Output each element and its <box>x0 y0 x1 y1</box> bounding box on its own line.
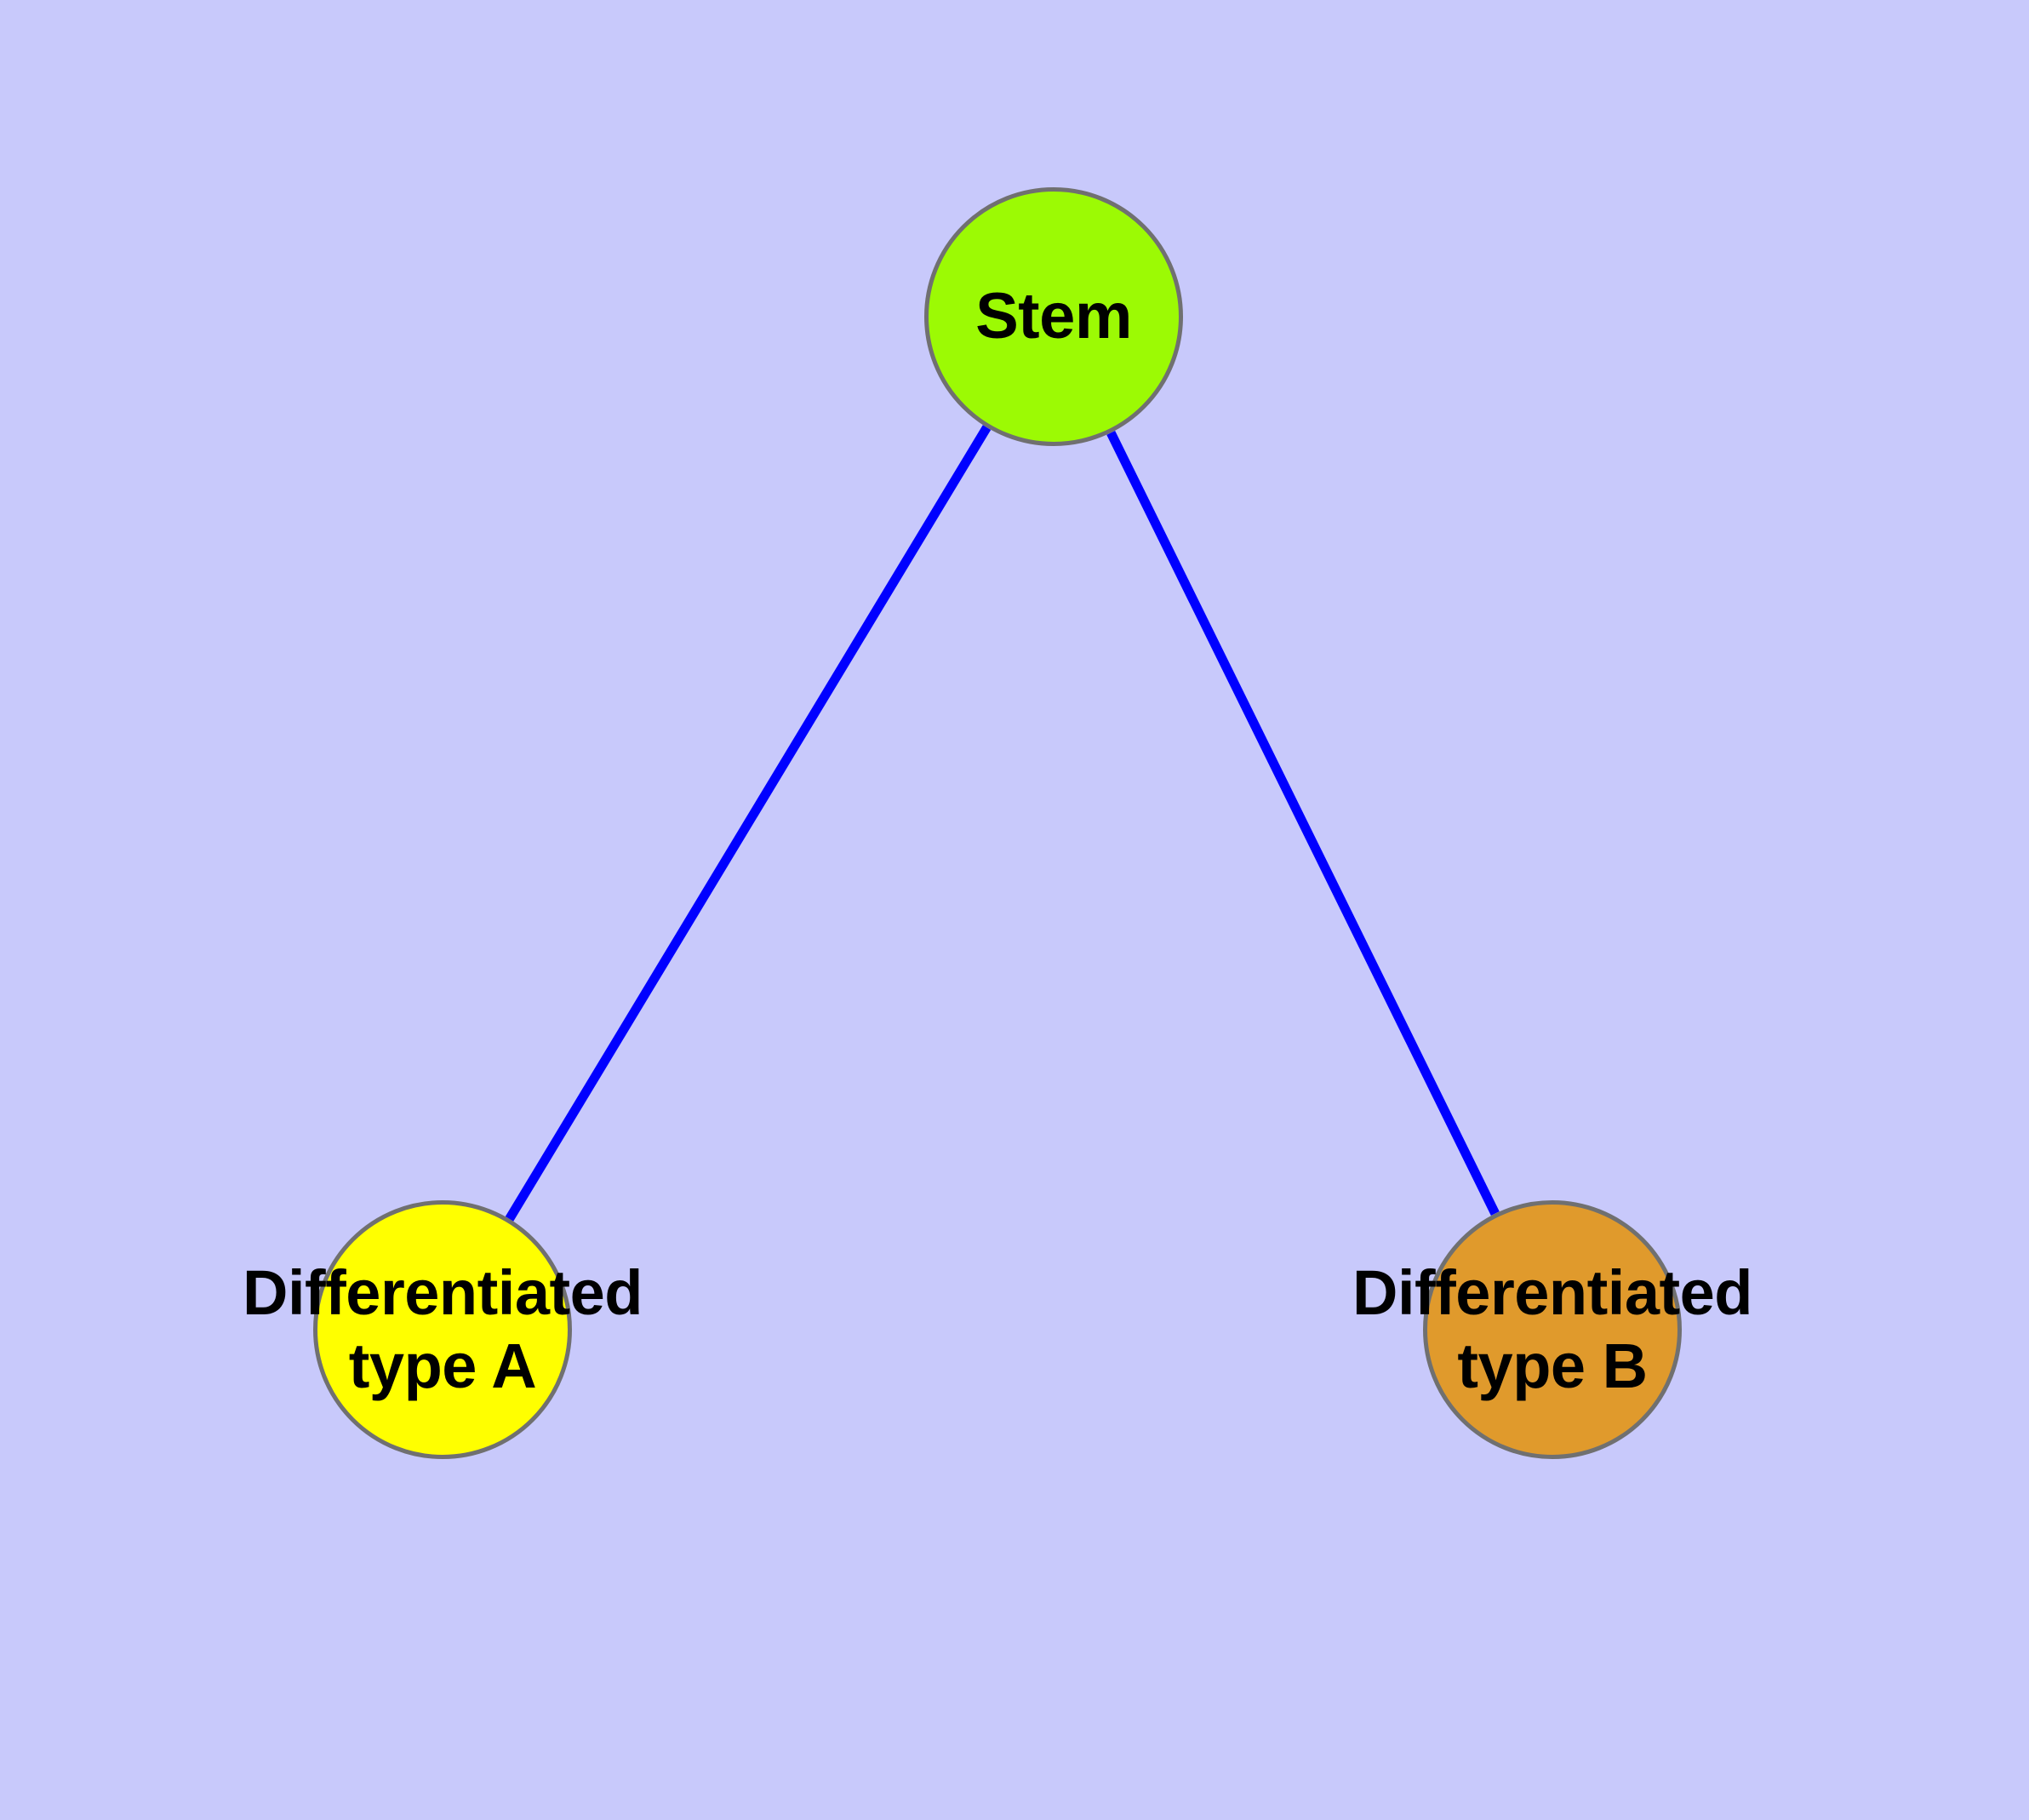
node-stem-label: Stem <box>975 279 1132 354</box>
node-differentiated-type-a[interactable]: Differentiated type A <box>243 1200 643 1459</box>
node-differentiated-type-a-label-line-1: Differentiated <box>243 1257 643 1329</box>
edge-stem-to-differentiated-type-b[interactable] <box>1106 430 1500 1216</box>
node-differentiated-type-b[interactable]: Differentiated type B <box>1352 1200 1752 1459</box>
node-differentiated-type-b-label-line-1: Differentiated <box>1352 1257 1752 1329</box>
edge-stem-to-differentiated-type-a[interactable] <box>505 425 992 1222</box>
node-differentiated-type-b-label-line-2: type B <box>1457 1331 1648 1401</box>
node-differentiated-type-a-label: Differentiated type A <box>243 1256 643 1403</box>
node-differentiated-type-b-label: Differentiated type B <box>1352 1256 1752 1403</box>
node-differentiated-type-a-label-line-2: type A <box>348 1331 537 1401</box>
node-stem[interactable]: Stem <box>924 187 1183 446</box>
node-stem-label-line-1: Stem <box>975 279 1132 352</box>
